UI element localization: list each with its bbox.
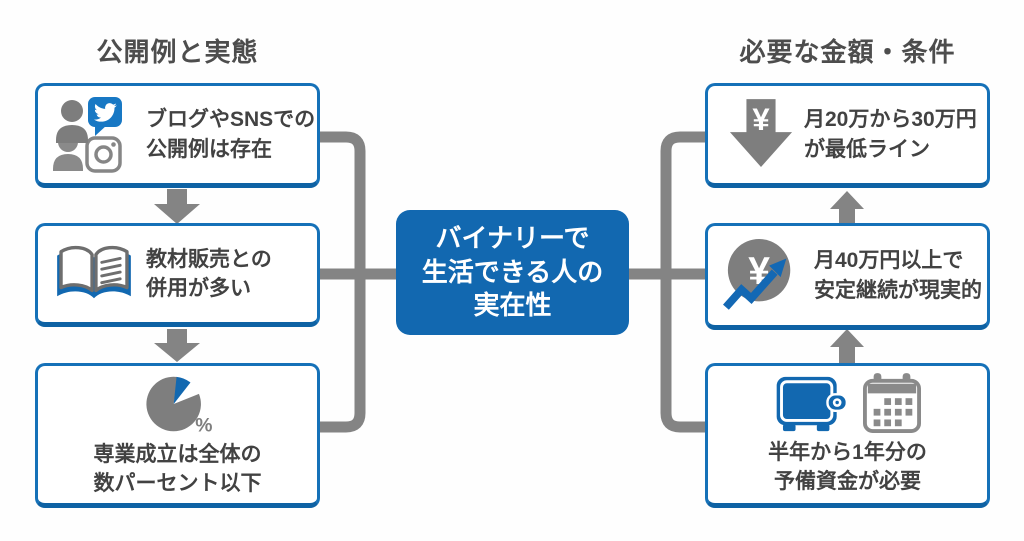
center-topic-node: バイナリーで 生活できる人の 実在性 bbox=[396, 210, 629, 335]
pie-chart-icon: % bbox=[126, 371, 230, 437]
center-topic-line: 実在性 bbox=[473, 290, 552, 321]
box-reserve-fund-label: 半年から1年分の 予備資金が必要 bbox=[768, 441, 927, 493]
down-arrow-icon bbox=[154, 189, 200, 224]
yen-down-arrow-icon: ¥ bbox=[728, 98, 794, 171]
right-column-header: 必要な金額・条件 bbox=[739, 37, 956, 67]
box-minimum-line: ¥ 月20万から30万円 が最低ライン bbox=[705, 83, 990, 188]
yen-symbol: ¥ bbox=[752, 102, 770, 137]
box-sns-presence-label: ブログやSNSでの 公開例は存在 bbox=[146, 108, 316, 161]
center-topic-line: 生活できる人の bbox=[421, 256, 604, 287]
left-bus-line bbox=[319, 131, 366, 433]
left-column-header: 公開例と実態 bbox=[96, 37, 259, 67]
reserve-fund-icons bbox=[775, 373, 921, 435]
box-material-sales-label: 教材販売との 併用が多い bbox=[146, 247, 272, 300]
down-arrow-icon bbox=[154, 329, 200, 362]
right-bus-line bbox=[660, 131, 706, 433]
box-minimum-line-label: 月20万から30万円 が最低ライン bbox=[804, 108, 977, 161]
box-stable-income-label: 月40万円以上で 安定継続が現実的 bbox=[814, 249, 982, 302]
up-arrow-icon bbox=[830, 329, 864, 363]
box-material-sales: 教材販売との 併用が多い bbox=[35, 223, 320, 327]
wallet-icon bbox=[776, 377, 848, 432]
yen-trend-up-icon: ¥ bbox=[720, 237, 804, 315]
calendar-icon bbox=[862, 373, 921, 434]
percent-symbol: % bbox=[195, 414, 212, 436]
open-book-icon bbox=[52, 242, 136, 306]
box-full-time-rate-label: 専業成立は全体の 数パーセント以下 bbox=[93, 443, 262, 495]
box-stable-income: ¥ 月40万円以上で 安定継続が現実的 bbox=[705, 223, 990, 330]
box-full-time-rate: % 専業成立は全体の 数パーセント以下 bbox=[35, 363, 320, 508]
sns-persons-icon bbox=[52, 96, 136, 174]
box-sns-presence: ブログやSNSでの 公開例は存在 bbox=[35, 83, 320, 188]
up-arrow-icon bbox=[830, 191, 864, 226]
box-reserve-fund: 半年から1年分の 予備資金が必要 bbox=[705, 363, 990, 508]
center-topic-line: バイナリーで bbox=[435, 222, 590, 253]
